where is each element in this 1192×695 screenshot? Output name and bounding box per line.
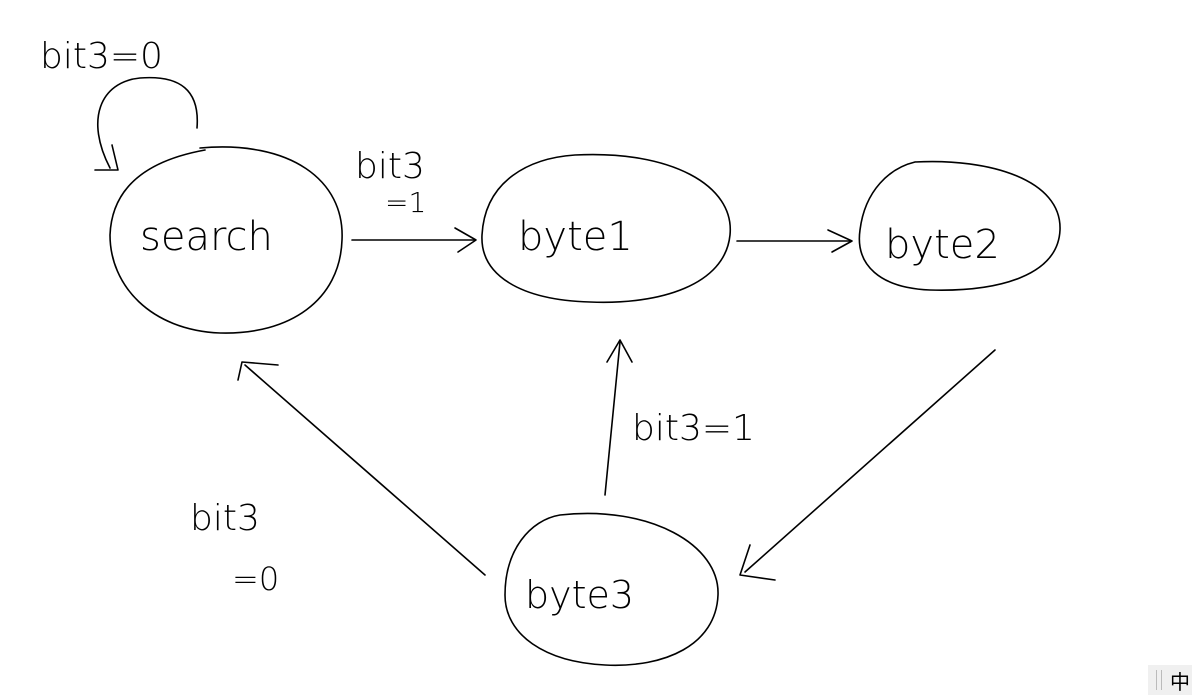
node-label: byte3 bbox=[525, 573, 634, 617]
edge-byte2-to-byte3 bbox=[739, 349, 996, 581]
node-byte2: byte2 bbox=[858, 160, 1061, 291]
edge-byte3-to-search: bit3 =0 bbox=[190, 361, 486, 598]
node-label: search bbox=[140, 214, 273, 260]
edge-label: bit3=1 bbox=[632, 408, 755, 449]
edge-search-self-loop: bit3=0 bbox=[40, 36, 199, 171]
node-byte1: byte1 bbox=[481, 153, 731, 304]
edge-byte1-to-byte2 bbox=[736, 229, 853, 253]
ime-indicator[interactable]: 中 bbox=[1148, 665, 1192, 695]
edge-label: =1 bbox=[385, 186, 426, 219]
edge-label: bit3=0 bbox=[40, 36, 163, 77]
edge-label: =0 bbox=[232, 560, 279, 598]
node-label: byte1 bbox=[518, 214, 633, 260]
ime-handle-icon bbox=[1156, 670, 1162, 690]
node-byte3: byte3 bbox=[504, 512, 719, 667]
edge-label: bit3 bbox=[355, 146, 425, 187]
ime-language-label: 中 bbox=[1170, 669, 1190, 694]
edge-label: bit3 bbox=[190, 498, 260, 539]
node-label: byte2 bbox=[885, 222, 1000, 268]
edge-search-to-byte1: bit3 =1 bbox=[351, 146, 477, 253]
node-search: search bbox=[109, 146, 343, 334]
edge-byte3-to-byte1: bit3=1 bbox=[604, 339, 755, 496]
